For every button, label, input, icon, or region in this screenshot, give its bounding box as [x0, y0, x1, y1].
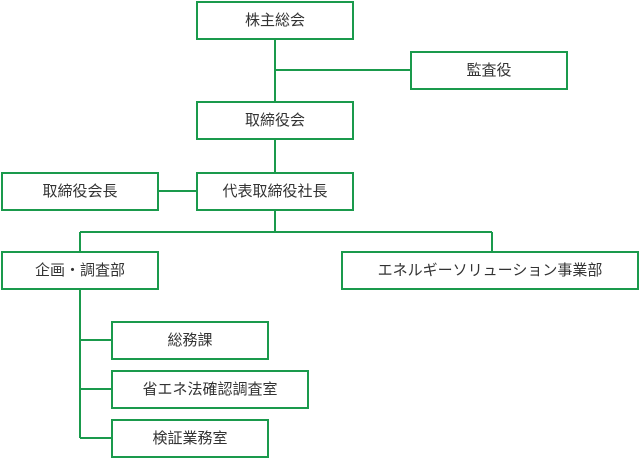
node-energy-law-office: 省エネ法確認調査室 [111, 370, 309, 409]
node-inspection-office: 検証業務室 [111, 419, 269, 458]
node-president: 代表取締役社長 [196, 172, 354, 211]
node-general-affairs: 総務課 [111, 321, 269, 360]
node-chairman: 取締役会長 [1, 172, 159, 211]
node-board-of-directors: 取締役会 [196, 101, 354, 140]
node-planning-research: 企画・調査部 [1, 251, 159, 290]
node-shareholders-meeting: 株主総会 [196, 1, 354, 40]
node-energy-solution: エネルギーソリューション事業部 [341, 251, 639, 290]
node-auditor: 監査役 [410, 51, 568, 90]
